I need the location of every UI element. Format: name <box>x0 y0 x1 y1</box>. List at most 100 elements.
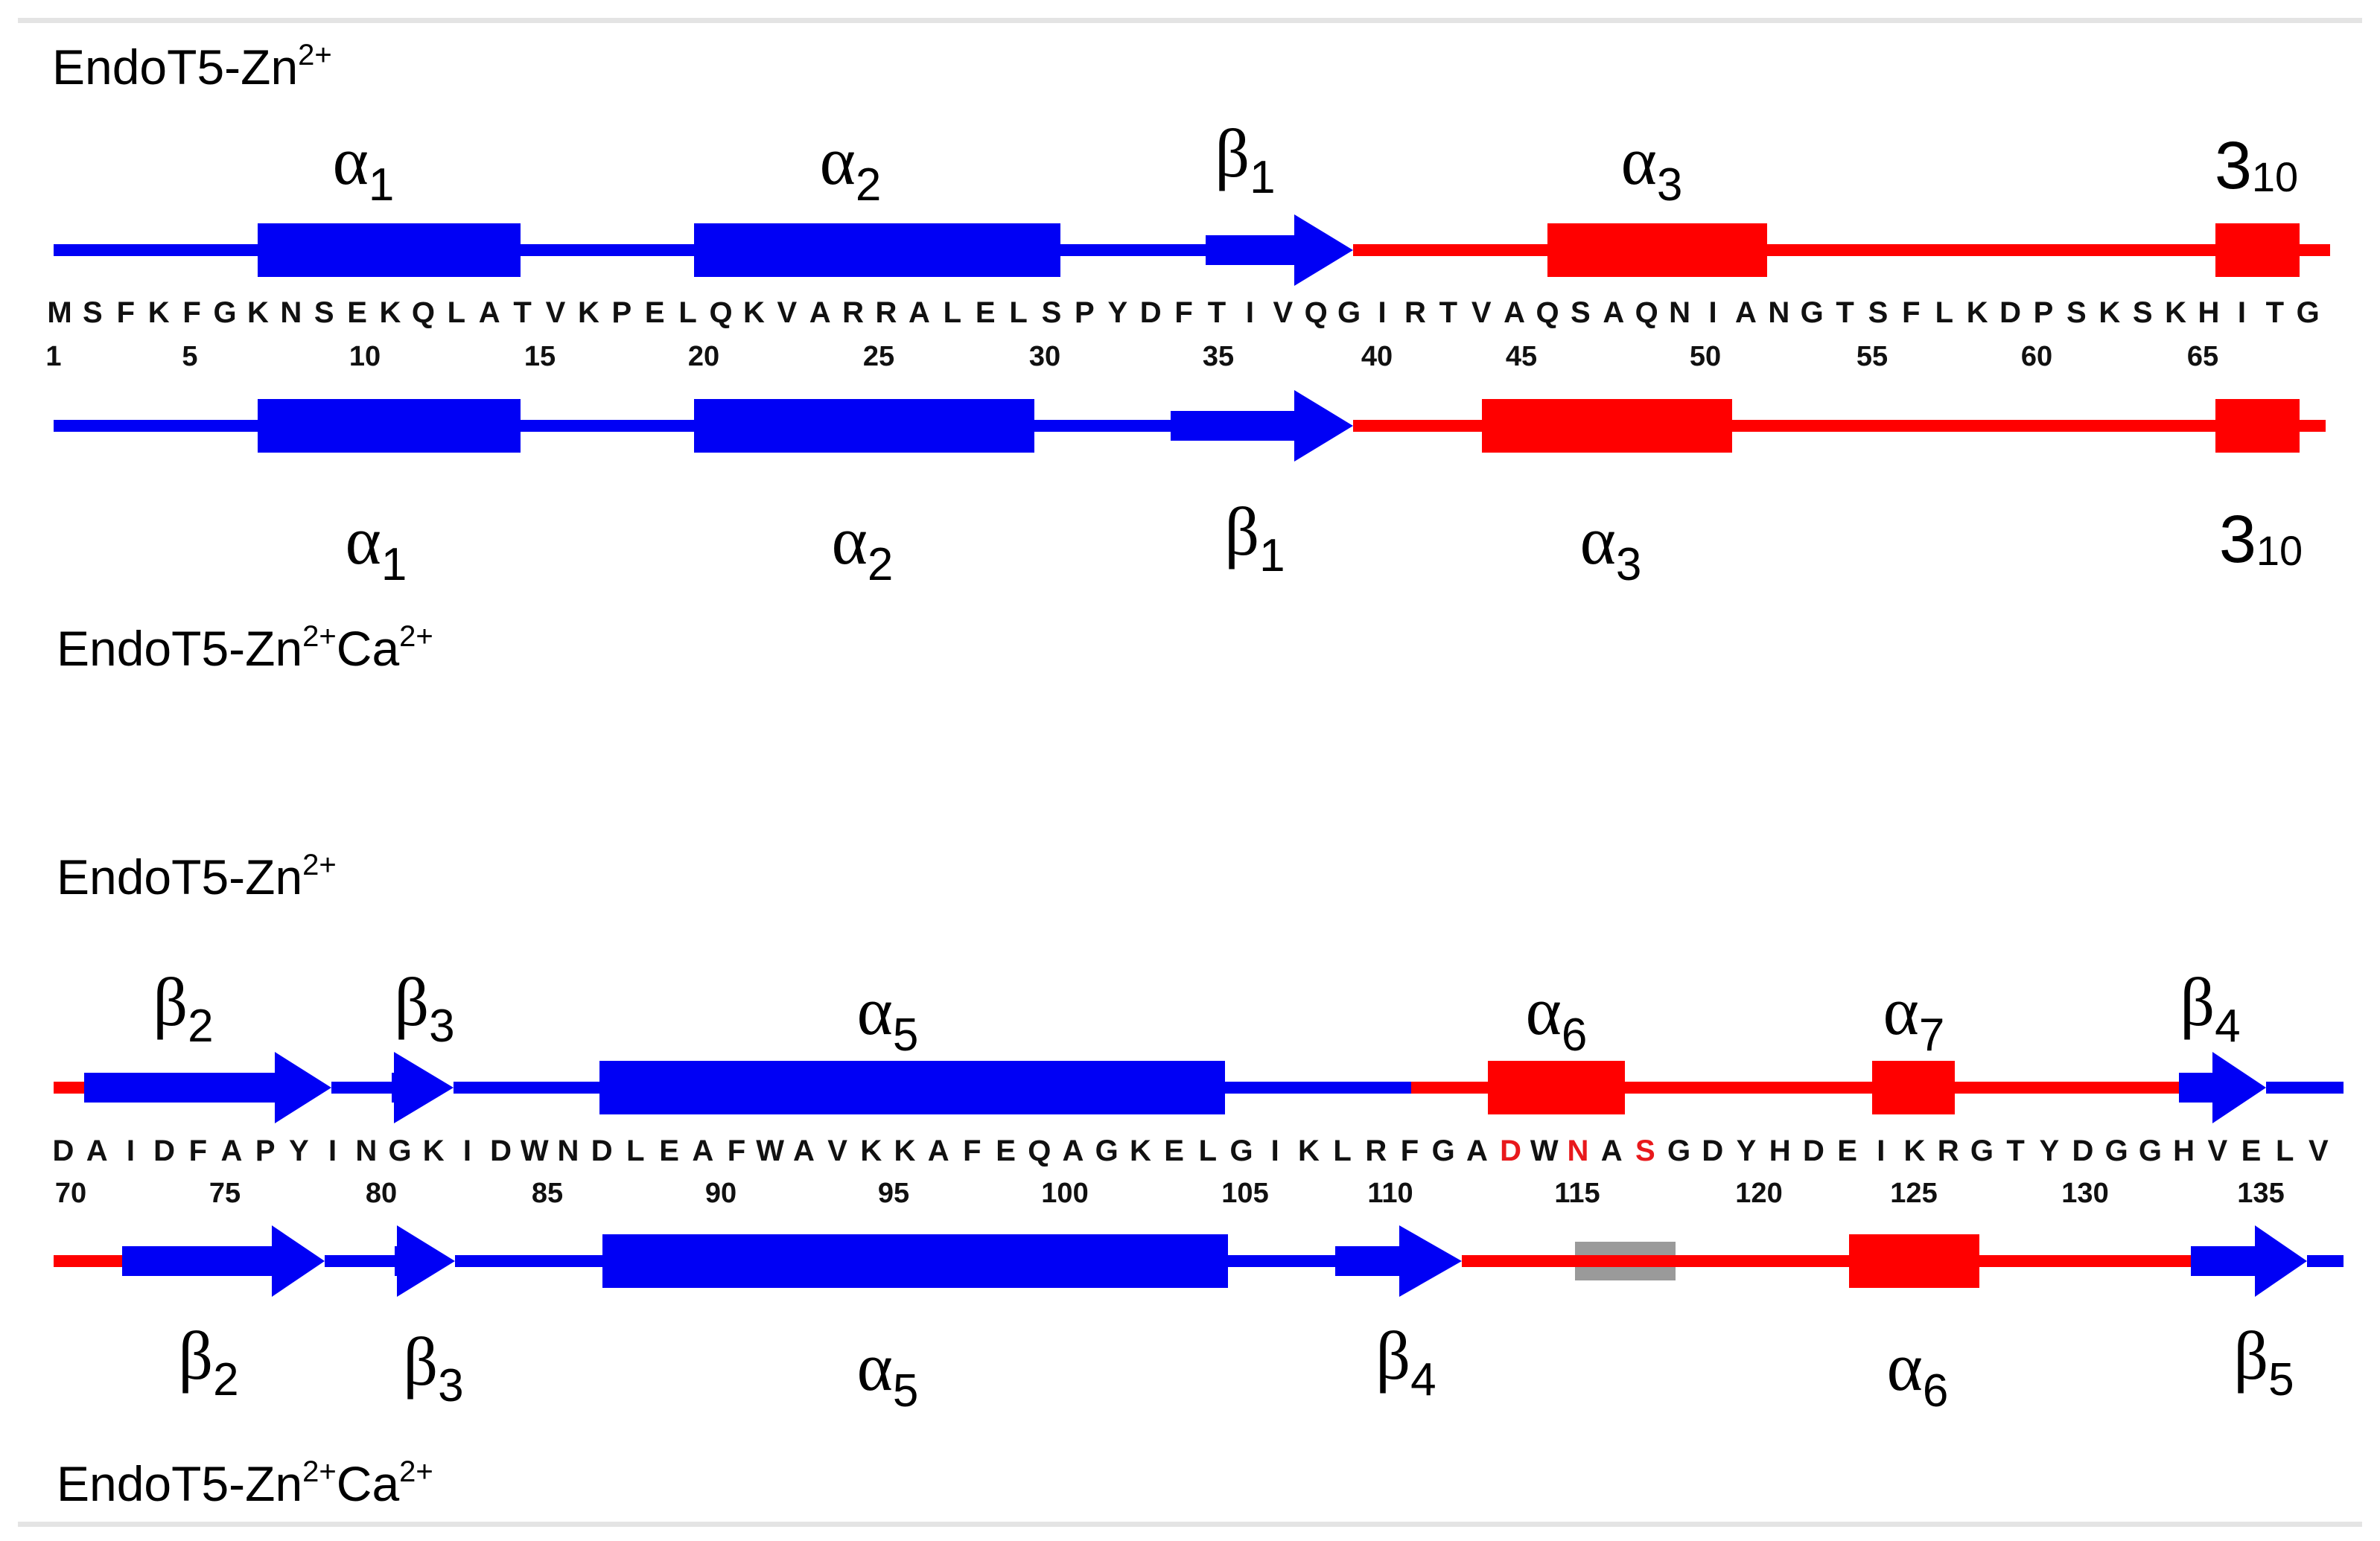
residue-letter: R <box>842 296 865 329</box>
residue-letter: S <box>2132 296 2153 329</box>
label-subscript: 7 <box>1918 1009 1945 1061</box>
residue-letter: V <box>2309 1135 2329 1167</box>
strand-arrow <box>392 1052 454 1123</box>
secondary-structure-label: α2 <box>820 127 882 208</box>
coil-segment <box>521 244 694 256</box>
label-subscript: 4 <box>1410 1354 1436 1406</box>
residue-number: 35 <box>1202 341 1235 372</box>
residue-letter: D <box>1999 296 2022 329</box>
residue-letter: H <box>1769 1135 1791 1167</box>
residue-letter: F <box>963 1135 981 1167</box>
residue-letter: E <box>975 296 996 329</box>
residue-number: 45 <box>1505 341 1538 372</box>
coil-segment <box>454 1082 599 1094</box>
residue-letter: D <box>1802 1135 1824 1167</box>
residue-letter: K <box>1129 1135 1151 1167</box>
residue-letter: W <box>520 1135 549 1167</box>
residue-number: 25 <box>862 341 895 372</box>
residue-letter: Q <box>1536 296 1559 329</box>
label-symbol: β <box>1375 1318 1411 1394</box>
strand-arrow <box>395 1225 455 1297</box>
secondary-structure-label: β1 <box>1224 497 1285 579</box>
gray-marker-bar <box>1575 1242 1676 1255</box>
label-subscript: 1 <box>1259 530 1285 581</box>
residue-letter: R <box>875 296 897 329</box>
label-subscript: 2 <box>188 1001 214 1052</box>
secondary-structure-label: α5 <box>857 1333 919 1414</box>
residue-letter: G <box>1095 1135 1119 1167</box>
residue-letter: F <box>182 296 201 329</box>
residue-letter: W <box>756 1135 785 1167</box>
residue-letter: A <box>1466 1135 1488 1167</box>
residue-letter: F <box>188 1135 208 1167</box>
helix-block <box>1849 1234 1979 1288</box>
residue-number: 40 <box>1361 341 1393 372</box>
residue-letter: Y <box>1736 1135 1757 1167</box>
residue-letter: D <box>2072 1135 2094 1167</box>
residue-letter: T <box>513 296 532 329</box>
secondary-structure-label: β4 <box>2180 968 2240 1050</box>
label-subscript: 6 <box>1561 1009 1588 1061</box>
helix-block <box>1872 1061 1955 1114</box>
helix-block <box>258 399 521 453</box>
coil-segment <box>521 420 694 432</box>
label-symbol: α <box>1886 1329 1923 1405</box>
label-symbol: α <box>1620 123 1657 199</box>
residue-letter: A <box>692 1135 714 1167</box>
helix-block <box>1488 1061 1625 1114</box>
residue-number: 15 <box>524 341 556 372</box>
coil-segment <box>325 1255 397 1267</box>
residue-letter: N <box>1669 296 1691 329</box>
residue-letter: V <box>827 1135 847 1167</box>
strand-arrow <box>1171 390 1353 462</box>
residue-letter: E <box>996 1135 1016 1167</box>
label-subscript: 1 <box>1250 152 1276 203</box>
coil-segment <box>54 420 259 432</box>
label-symbol: α <box>345 502 381 578</box>
residue-letter: D <box>591 1135 613 1167</box>
label-symbol: α <box>819 123 856 199</box>
residue-letter: I <box>1245 296 1254 329</box>
label-subscript: 5 <box>2268 1354 2294 1406</box>
residue-letter: S <box>1635 1135 1655 1167</box>
residue-letter: P <box>2033 296 2054 329</box>
state-label-zn: EndoT5-Zn2+ <box>57 849 337 905</box>
coil-segment <box>54 1082 84 1094</box>
state-label-base: EndoT5-Zn <box>57 621 303 676</box>
state-label-sup1: 2+ <box>302 849 337 881</box>
residue-letter: E <box>347 296 367 329</box>
helix-block <box>694 399 1034 453</box>
residue-number: 10 <box>349 341 381 372</box>
strand-arrow <box>122 1225 325 1297</box>
residue-letter: D <box>1500 1135 1522 1167</box>
residue-letter: Y <box>289 1135 309 1167</box>
residue-letter: D <box>490 1135 512 1167</box>
residue-letter: E <box>2241 1135 2262 1167</box>
residue-letter: D <box>1702 1135 1724 1167</box>
residue-letter: F <box>116 296 136 329</box>
residue-letter: V <box>1273 296 1294 329</box>
secondary-structure-label: β2 <box>153 968 213 1050</box>
secondary-structure-label: α5 <box>857 977 919 1059</box>
residue-letter: A <box>792 1135 815 1167</box>
state-label-zn-ca: EndoT5-Zn2+Ca2+ <box>57 620 433 677</box>
residue-letter: P <box>611 296 632 329</box>
residue-letter: K <box>860 1135 882 1167</box>
residue-letter: Q <box>1028 1135 1051 1167</box>
residue-letter: K <box>894 1135 916 1167</box>
residue-number: 115 <box>1554 1178 1600 1209</box>
coil-segment <box>1353 244 2330 256</box>
residue-letter: A <box>1603 296 1625 329</box>
label-subscript: 5 <box>892 1009 919 1061</box>
label-symbol: β <box>2233 1318 2269 1394</box>
residue-letter: S <box>1571 296 1591 329</box>
residue-letter: T <box>2265 296 2285 329</box>
residue-letter: N <box>355 1135 378 1167</box>
residue-letter: V <box>777 296 798 329</box>
helix-block <box>599 1061 1225 1114</box>
state-label-sup2: 2+ <box>399 1455 433 1488</box>
state-label-sup1: 2+ <box>302 620 337 653</box>
residue-letter: K <box>1966 296 1988 329</box>
coil-segment <box>1462 1255 2191 1267</box>
